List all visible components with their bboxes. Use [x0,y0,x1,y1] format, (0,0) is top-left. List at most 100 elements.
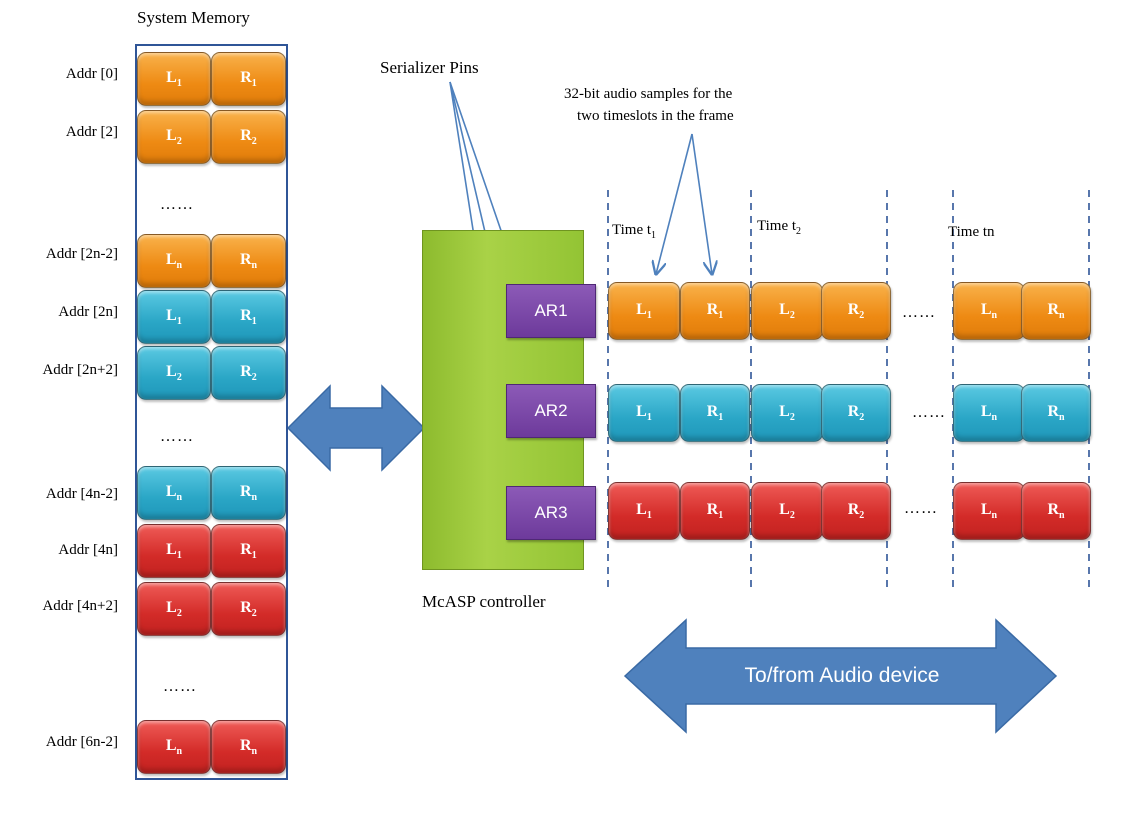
audio-device-label: To/from Audio device [744,664,940,687]
memory-left-sample-letter: L [166,362,177,380]
frame-right-sample-subscript: 2 [859,412,865,424]
memory-left-sample: L2 [137,110,211,164]
time-label-t2: Time t2 [757,218,802,237]
memory-left-sample-letter: L [165,250,177,268]
memory-right-sample: R2 [211,582,286,636]
frame-left-sample-letter: L [980,402,992,420]
memory-left-sample-subscript: 1 [176,550,182,562]
memory-left-sample: Ln [137,720,211,774]
frame-left-sample-letter: L [779,300,790,318]
memory-address-label: Addr [4n+2] [42,598,118,614]
memory-right-sample: R1 [211,52,286,106]
frame-right-sample-subscript: n [1059,412,1065,424]
frame-left-sample-subscript: 1 [646,310,652,322]
audio-device-double-arrow [623,618,1058,734]
frame-ellipsis-ar1: …… [902,304,936,321]
memory-right-sample-letter: R [240,126,252,144]
frame-right-sample: R1 [680,282,750,340]
memory-right-sample: R1 [211,290,286,344]
frame-left-sample-subscript: n [991,412,998,424]
memory-left-sample-subscript: n [176,492,183,504]
memory-right-sample-subscript: 1 [251,316,257,328]
frame-left-sample-subscript: n [991,310,998,322]
frame-left-sample-letter: L [980,500,992,518]
memory-left-sample: Ln [137,234,211,288]
memory-left-sample-subscript: n [176,260,183,272]
memory-right-sample-subscript: 1 [251,78,257,90]
frame-left-sample-subscript: 2 [789,412,795,424]
frame-right-sample-letter: R [847,402,860,420]
system-memory-column [135,44,288,780]
frame-left-sample: L1 [608,282,680,340]
memory-left-sample: L1 [137,52,211,106]
frame-left-sample: L1 [608,482,680,540]
frame-left-sample-letter: L [636,500,647,518]
memory-right-sample: Rn [211,466,286,520]
sample-pointer-line [691,133,712,274]
frame-left-sample: Ln [953,282,1025,340]
frame-left-sample: Ln [953,384,1025,442]
frame-right-sample: R2 [821,282,891,340]
frame-left-sample-subscript: 1 [646,412,652,424]
frame-right-sample: R2 [821,482,891,540]
memory-right-sample-letter: R [240,68,252,86]
sample-pointer-line [656,133,693,274]
serializer-pin-ar3: AR3 [506,486,596,540]
samples-note-line-2: two timeslots in the frame [577,108,734,124]
frame-left-sample: L2 [751,482,823,540]
serializer-pin-ar2: AR2 [506,384,596,438]
memory-right-sample-subscript: n [251,492,258,504]
memory-left-sample-subscript: 2 [176,136,182,148]
frame-left-sample-subscript: 1 [646,510,652,522]
memory-left-sample-letter: L [166,598,177,616]
memory-address-label: Addr [2n+2] [42,362,118,378]
frame-right-sample-subscript: 2 [859,510,865,522]
memory-left-sample-subscript: n [176,746,183,758]
memory-right-sample: R2 [211,110,286,164]
frame-left-sample-subscript: 2 [789,510,795,522]
serializer-pin-ar1: AR1 [506,284,596,338]
memory-right-sample-letter: R [240,540,252,558]
frame-ellipsis-ar2: …… [912,404,946,421]
frame-ellipsis-ar3: …… [904,500,938,517]
memory-right-sample: Rn [211,234,286,288]
memory-left-sample: L1 [137,524,211,578]
memory-address-label: Addr [4n] [58,542,118,558]
memory-right-sample: R2 [211,346,286,400]
frame-left-sample-subscript: 2 [789,310,795,322]
time-label-tn: Time tn [948,224,995,240]
memory-left-sample-letter: L [166,540,177,558]
serializer-pins-label: Serializer Pins [380,58,479,77]
frame-right-sample-letter: R [706,402,719,420]
memory-address-label: Addr [2n-2] [45,246,118,262]
frame-right-sample-letter: R [1047,402,1059,420]
controller-label: McASP controller [422,592,546,611]
frame-right-sample: Rn [1021,282,1091,340]
frame-left-sample: L2 [751,384,823,442]
memory-left-sample: L1 [137,290,211,344]
memory-right-sample-subscript: 2 [251,372,257,384]
memory-left-sample: Ln [137,466,211,520]
frame-right-sample: R1 [680,482,750,540]
memory-left-sample-letter: L [166,126,177,144]
memory-ellipsis-1: …… [160,196,194,213]
memory-address-label: Addr [4n-2] [45,486,118,502]
memory-right-sample-subscript: 1 [251,550,257,562]
frame-right-sample-letter: R [706,300,719,318]
memory-right-sample-subscript: n [251,746,258,758]
frame-right-sample: R1 [680,384,750,442]
frame-right-sample-letter: R [1047,500,1059,518]
frame-right-sample-letter: R [847,300,860,318]
memory-right-sample-letter: R [240,306,252,324]
frame-right-sample: R2 [821,384,891,442]
memory-right-sample-letter: R [239,736,252,754]
memory-controller-double-arrow [286,384,426,472]
time-label-t1: Time t1 [612,222,657,241]
memory-right-sample-letter: R [240,598,252,616]
frame-left-sample-subscript: n [991,510,998,522]
memory-left-sample-letter: L [166,306,177,324]
frame-right-sample-subscript: 2 [859,310,865,322]
memory-right-sample-subscript: 2 [251,136,257,148]
memory-right-sample: R1 [211,524,286,578]
